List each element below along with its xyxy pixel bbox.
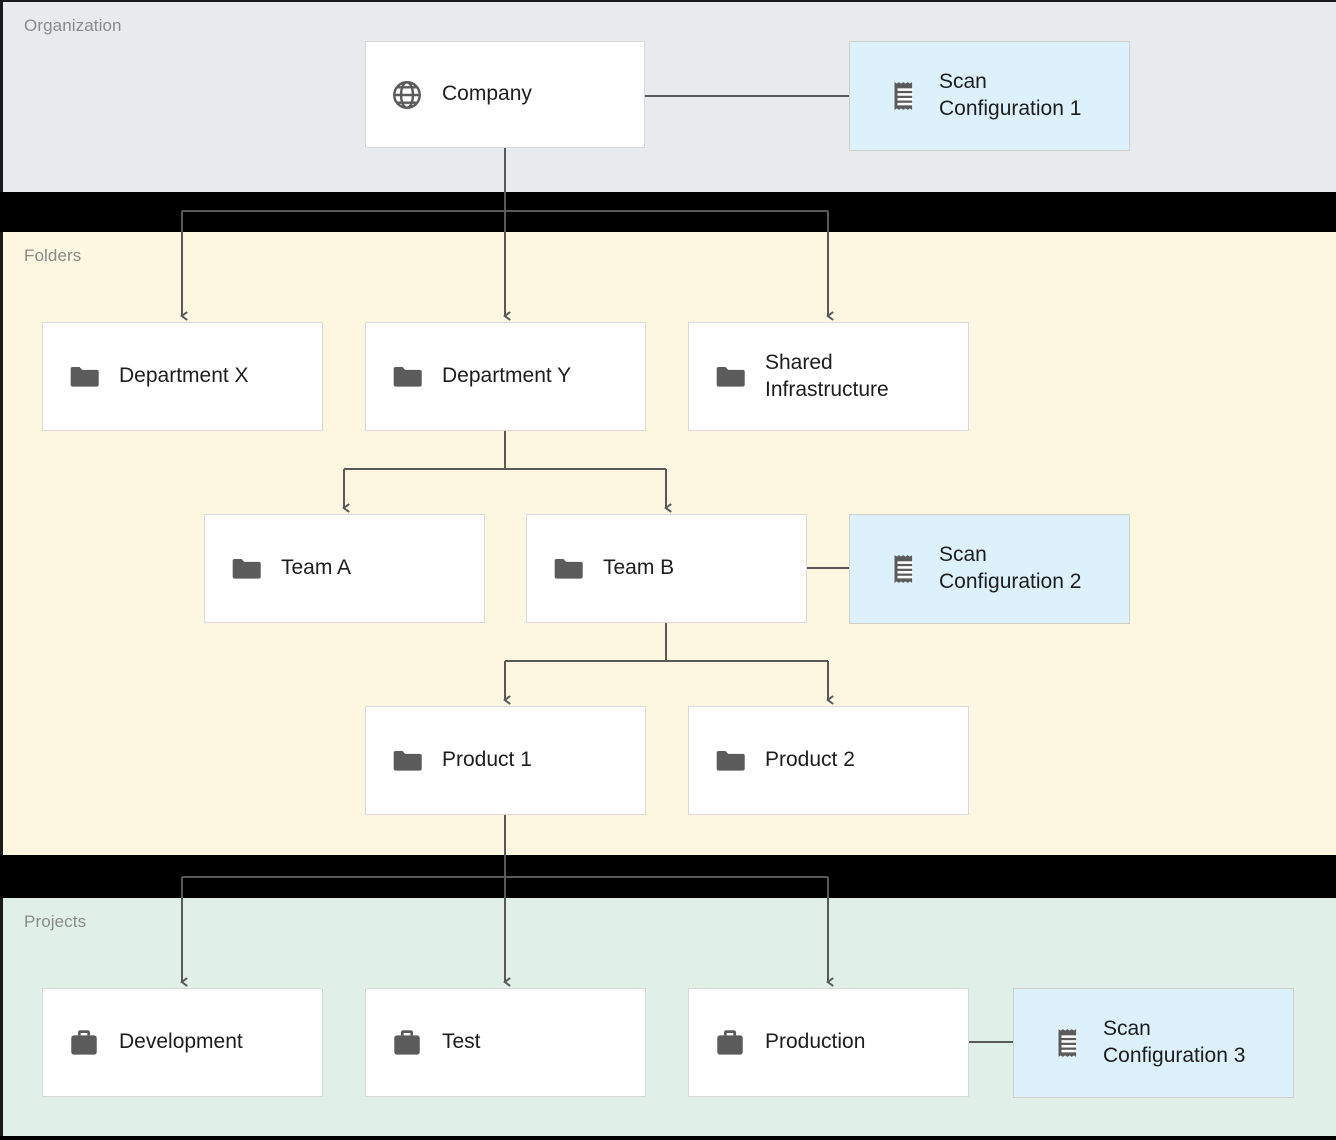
node-team-b[interactable]: Team B [526,514,807,623]
node-product-1[interactable]: Product 1 [365,706,646,815]
briefcase-icon [67,1026,101,1060]
section-organization: Organization [0,0,1336,192]
node-product-2[interactable]: Product 2 [688,706,969,815]
node-label: Test [442,1030,481,1054]
section-label-folders: Folders [24,246,82,265]
node-shared-infrastructure[interactable]: Shared Infrastructure [688,322,969,431]
node-label: Shared Infrastructure [765,350,889,401]
node-label: Scan Configuration 1 [939,70,1082,120]
node-company[interactable]: Company [365,41,645,148]
folder-icon [229,552,263,586]
receipt-icon [1052,1026,1086,1060]
node-scan-config-2[interactable]: Scan Configuration 2 [849,514,1130,624]
node-label: Product 2 [765,748,855,772]
node-label: Department X [119,364,249,388]
node-department-y[interactable]: Department Y [365,322,646,431]
node-label: Development [119,1030,243,1054]
node-label: Department Y [442,364,572,388]
node-team-a[interactable]: Team A [204,514,485,623]
node-label: Production [765,1030,866,1054]
briefcase-icon [390,1026,424,1060]
globe-icon [390,78,424,112]
folder-icon [551,552,585,586]
node-test[interactable]: Test [365,988,646,1097]
briefcase-icon [713,1026,747,1060]
node-scan-config-3[interactable]: Scan Configuration 3 [1013,988,1294,1098]
node-label: Team B [603,556,675,580]
node-scan-config-1[interactable]: Scan Configuration 1 [849,41,1130,151]
folder-icon [67,360,101,394]
folder-icon [713,360,747,394]
section-label-projects: Projects [24,912,87,931]
node-label: Scan Configuration 3 [1103,1017,1246,1067]
folder-icon [713,744,747,778]
receipt-icon [888,79,922,113]
section-label-organization: Organization [24,16,122,35]
node-label: Team A [281,556,352,580]
node-label: Product 1 [442,748,532,772]
folder-icon [390,360,424,394]
receipt-icon [888,552,922,586]
node-label: Company [442,82,532,106]
node-development[interactable]: Development [42,988,323,1097]
node-production[interactable]: Production [688,988,969,1097]
node-department-x[interactable]: Department X [42,322,323,431]
node-label: Scan Configuration 2 [939,543,1082,593]
folder-icon [390,744,424,778]
